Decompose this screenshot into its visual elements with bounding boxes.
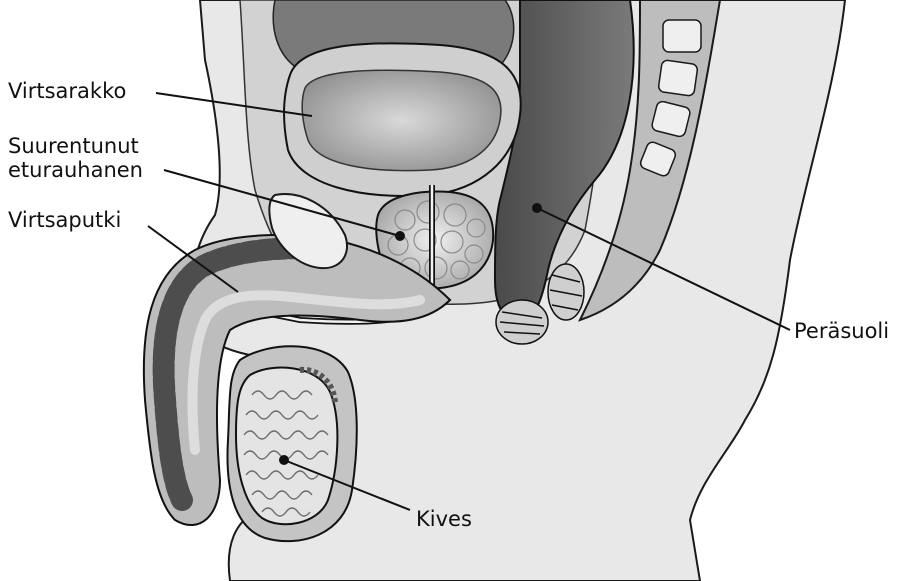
testis [236,368,337,525]
bladder-lumen [302,70,501,170]
label-perasuoli: Peräsuoli [794,320,889,343]
label-kives: Kives [416,508,472,531]
label-virtsarakko: Virtsarakko [8,80,126,103]
label-suurentunut: Suurentunut [8,135,139,158]
leader-dot-kives [280,456,288,464]
leader-dot-perasuoli [533,204,541,212]
label-virtsaputki: Virtsaputki [8,209,121,232]
leader-dot-eturauhanen [396,232,404,240]
label-eturauhanen: eturauhanen [8,159,143,182]
